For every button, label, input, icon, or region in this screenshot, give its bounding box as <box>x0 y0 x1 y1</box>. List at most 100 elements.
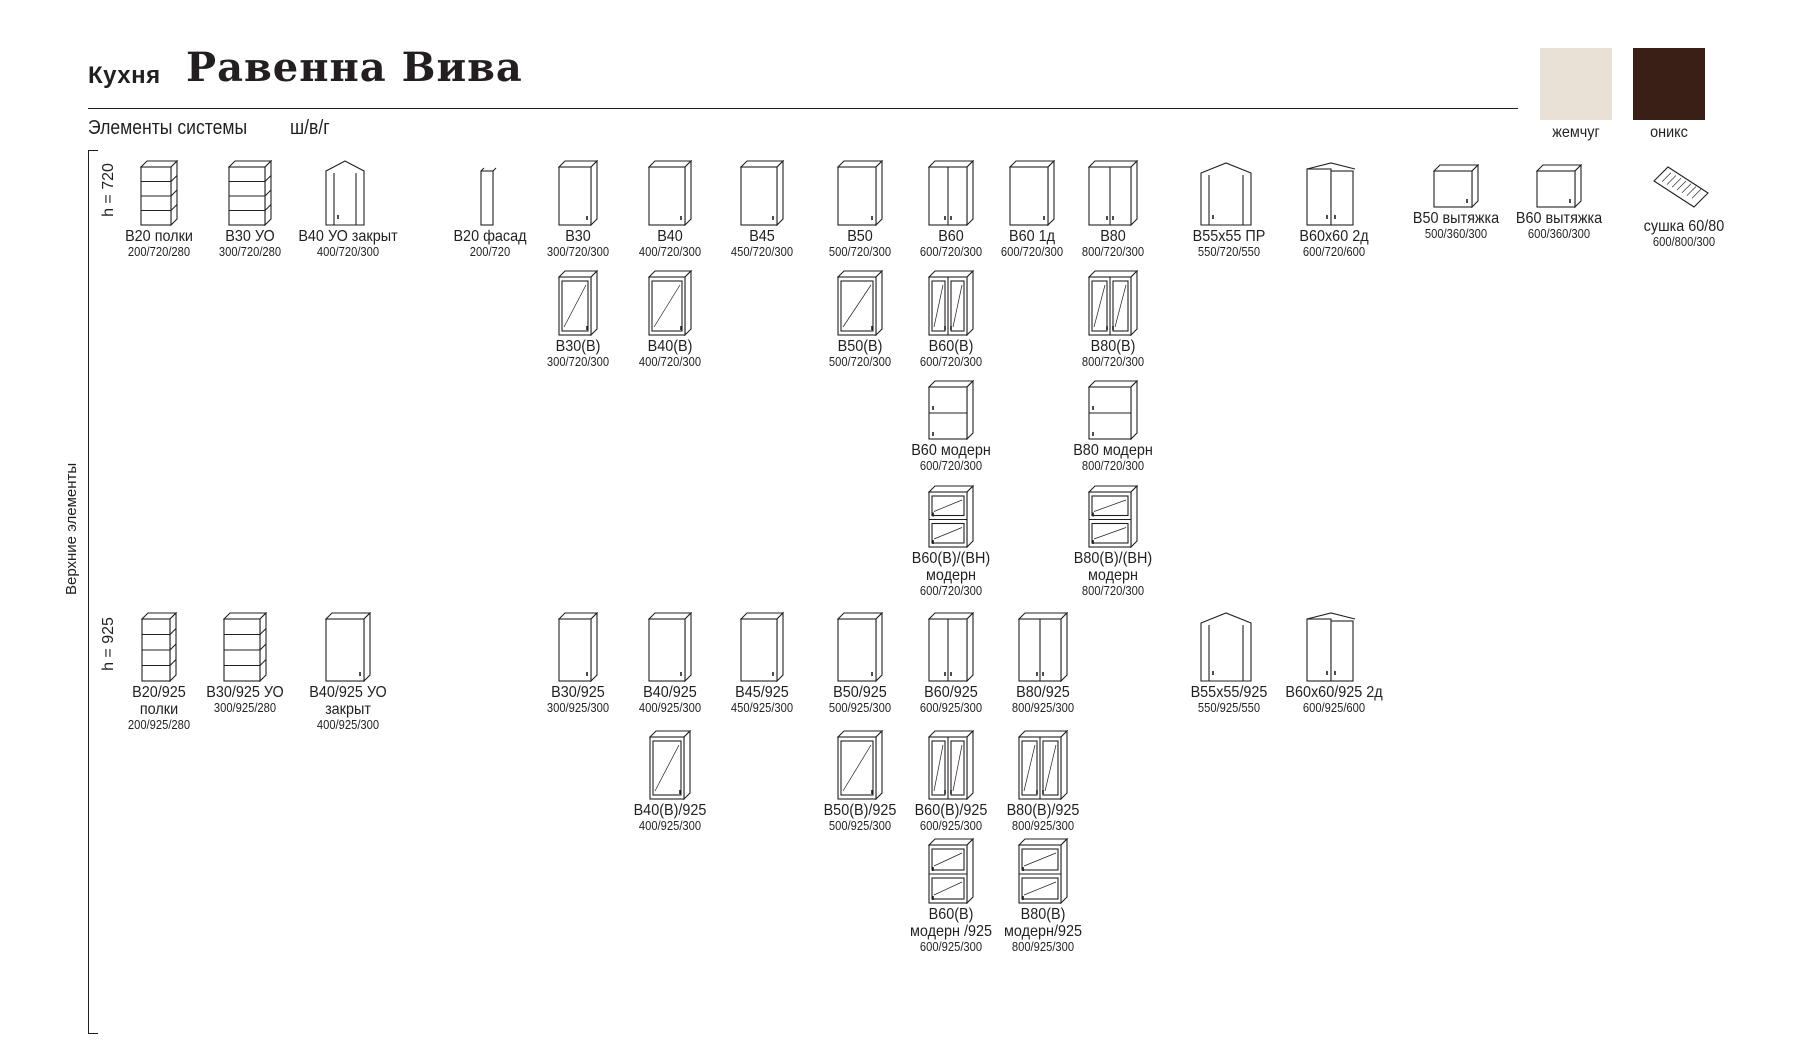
tall-glass-door-icon <box>605 730 735 800</box>
cabinet-dimensions: 300/720/300 <box>546 354 610 369</box>
cabinet-dimensions: 400/925/300 <box>638 700 702 715</box>
tall-modern-glass-icon <box>978 838 1108 904</box>
cabinet-name: В60(В)/925 <box>914 802 988 819</box>
cabinet-name: В45/925 <box>735 684 789 701</box>
cabinet-dimensions: 400/925/300 <box>316 717 380 732</box>
cabinet-name: В40(В)/925 <box>633 802 707 819</box>
cabinet-name: В60 модерн <box>911 442 991 459</box>
closed-corner-cabinet-icon <box>283 160 413 226</box>
glass-door-cabinet-icon <box>513 270 643 336</box>
cabinet-dimensions: 600/800/300 <box>1652 234 1716 249</box>
l-corner-cabinet-icon <box>1269 162 1399 226</box>
cabinet-dimensions: 800/925/300 <box>1011 939 1075 954</box>
cabinet-name: В50 вытяжка <box>1412 210 1500 227</box>
cabinet-name: В40/925 <box>643 684 697 701</box>
model-name: Равенна Вива <box>186 44 523 91</box>
cabinet-name: В60 1д <box>1008 228 1056 245</box>
cabinet-name: В80(В) модерн/925 <box>1004 906 1082 940</box>
tall-single-door-icon <box>697 612 827 682</box>
cabinet-name: В20 полки <box>125 228 193 245</box>
cabinet-dimensions: 550/720/550 <box>1197 244 1261 259</box>
cabinet-dimensions: 200/720 <box>469 244 511 259</box>
glass-door-cabinet-icon <box>795 270 925 336</box>
cabinet-name: В60(В) модерн /925 <box>909 906 992 940</box>
single-door-cabinet-icon <box>967 160 1097 226</box>
cabinet-item: В80(В)800/720/300 <box>1048 270 1178 369</box>
cabinet-name: В55х55 ПР <box>1192 228 1266 245</box>
cabinet-dimensions: 600/925/600 <box>1302 700 1366 715</box>
single-door-cabinet-icon <box>513 160 643 226</box>
cabinet-dimensions: 600/925/300 <box>919 818 983 833</box>
cabinet-dimensions: 450/720/300 <box>730 244 794 259</box>
double-door-cabinet-icon <box>1048 160 1178 226</box>
upper-elements-label: Верхние элементы <box>63 462 80 595</box>
cabinet-dimensions: 600/925/300 <box>919 939 983 954</box>
single-door-cabinet-icon <box>795 160 925 226</box>
cabinet-item: В40(В)400/720/300 <box>605 270 735 369</box>
cabinet-item: В60(В)600/720/300 <box>886 270 1016 369</box>
dish-rack-icon <box>1619 164 1749 216</box>
cabinet-name: В30/925 <box>551 684 605 701</box>
cabinet-dimensions: 800/720/300 <box>1081 244 1145 259</box>
cabinet-name: В80/925 <box>1016 684 1070 701</box>
tall-double-door-icon <box>886 612 1016 682</box>
tall-glass-door-icon <box>795 730 925 800</box>
tall-modern-glass-icon <box>886 838 1016 904</box>
hood-cabinet-icon <box>1391 164 1521 208</box>
swatch-onyx <box>1633 48 1705 120</box>
title-rule <box>88 108 1518 109</box>
lift-up-cabinet-icon <box>886 380 1016 440</box>
cabinet-dimensions: 800/720/300 <box>1081 354 1145 369</box>
cabinet-item: В50(В)500/720/300 <box>795 270 925 369</box>
tall-single-door-icon <box>795 612 925 682</box>
cabinet-dimensions: 200/925/280 <box>127 717 191 732</box>
cabinet-name: В30(В) <box>555 338 601 355</box>
cabinet-name: В60(В)/(ВН) модерн <box>911 550 991 584</box>
tall-double-glass-icon <box>978 730 1108 800</box>
cabinet-dimensions: 800/925/300 <box>1011 700 1075 715</box>
cabinet-name: В80 <box>1100 228 1126 245</box>
cabinet-dimensions: 400/720/300 <box>316 244 380 259</box>
cabinet-dimensions: 500/925/300 <box>828 818 892 833</box>
cabinet-name: В80(В)/925 <box>1006 802 1080 819</box>
cabinet-dimensions: 300/925/300 <box>546 700 610 715</box>
cabinet-dimensions: 500/360/300 <box>1424 226 1488 241</box>
cabinet-name: В30/925 УО <box>206 684 284 701</box>
cabinet-dimensions: 600/925/300 <box>919 700 983 715</box>
swatch-onyx-label: оникс <box>1650 124 1688 141</box>
kitchen-word: Кухня <box>88 62 161 89</box>
cabinet-dimensions: 400/925/300 <box>638 818 702 833</box>
cabinet-name: В50(В)/925 <box>823 802 897 819</box>
cabinet-dimensions: 600/720/300 <box>1000 244 1064 259</box>
facade-panel-icon <box>425 164 555 226</box>
cabinet-name: В55х55/925 <box>1190 684 1268 701</box>
lift-up-glass-cabinet-icon <box>1048 485 1178 548</box>
hood-cabinet-icon <box>1494 164 1624 208</box>
section-subtitle: Элементы системы <box>88 117 248 139</box>
cabinet-dimensions: 300/720/280 <box>218 244 282 259</box>
